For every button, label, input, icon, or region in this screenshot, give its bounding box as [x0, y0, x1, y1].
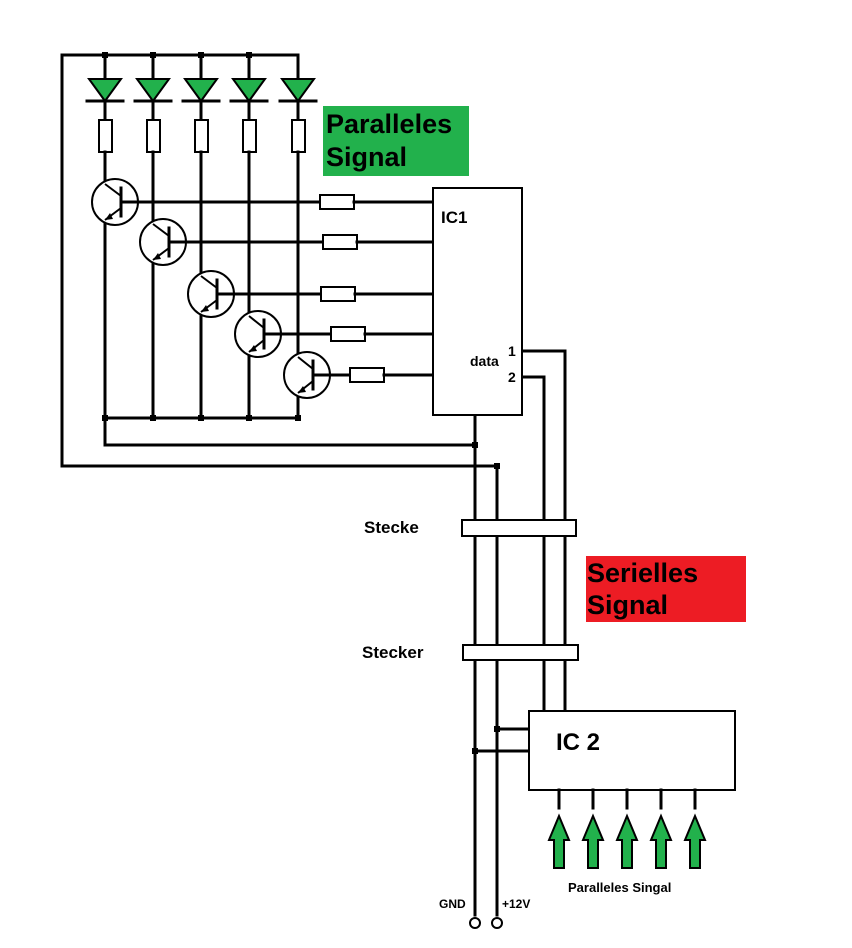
resistor-icon [319, 194, 355, 210]
transistor-icon [91, 178, 322, 226]
input-arrow-icon [615, 813, 639, 869]
data-line-1-wire [520, 349, 567, 713]
junction-dot [150, 415, 156, 421]
base-resistor [330, 326, 435, 342]
junction-dot [198, 415, 204, 421]
transistor-icon [234, 310, 333, 358]
resistor-icon [291, 119, 306, 153]
base-resistor [319, 194, 435, 210]
outer-supply-wire [60, 53, 499, 468]
ic1-chip [432, 187, 523, 416]
vcc-label: +12V [502, 897, 530, 911]
ic2-chip [528, 710, 736, 791]
transistor-icon [187, 270, 323, 318]
junction-dot [102, 415, 108, 421]
connector-top [461, 519, 577, 537]
pin1-label: 1 [508, 343, 516, 359]
parallel-signal-label-bg [323, 106, 469, 176]
junction-dot [295, 415, 301, 421]
junction-dot [494, 463, 500, 469]
junction-dot [102, 52, 108, 58]
junction-dot [150, 52, 156, 58]
resistor-icon [322, 234, 358, 250]
input-arrow-icon [547, 813, 571, 869]
led-icon [87, 78, 123, 103]
data-label: data [470, 353, 499, 369]
serial-signal-label-bg [586, 556, 746, 622]
led-channel [85, 53, 125, 420]
resistor-icon [242, 119, 257, 153]
vcc-terminal-icon [491, 917, 503, 929]
input-arrow-icon [649, 813, 673, 869]
led-icon [183, 78, 219, 103]
base-resistor [320, 286, 435, 302]
connector-bottom-label: Stecker [362, 643, 424, 662]
led-icon [135, 78, 171, 103]
gnd-terminal-icon [469, 917, 481, 929]
ic1-label: IC1 [441, 208, 467, 227]
input-arrow-icon [683, 813, 707, 869]
led-channel [181, 53, 221, 420]
ic2-label: IC 2 [556, 729, 600, 756]
connector-bottom [462, 644, 579, 661]
base-resistor [349, 367, 435, 383]
resistor-icon [194, 119, 209, 153]
transistor-icon [139, 218, 325, 266]
led-channel [229, 53, 269, 420]
parallel-input-label: Paralleles Singal [568, 880, 671, 895]
parallel-signal-label: Paralleles [326, 109, 452, 139]
led-icon [280, 78, 316, 103]
resistor-icon [98, 119, 113, 153]
connector-top-label: Stecke [364, 518, 419, 537]
junction-dot [198, 52, 204, 58]
input-arrow-icon [581, 813, 605, 869]
junction-dot [472, 442, 478, 448]
serial-signal-label-line2: Signal [587, 590, 668, 620]
transistor-icon [283, 351, 352, 399]
serial-signal-label: Serielles [587, 558, 698, 588]
gnd-label: GND [439, 897, 466, 911]
parallel-signal-label-line2: Signal [326, 142, 407, 172]
resistor-icon [320, 286, 356, 302]
gnd-bus-wire [103, 416, 477, 447]
led-channel [133, 53, 173, 420]
pin2-label: 2 [508, 369, 516, 385]
resistor-icon [349, 367, 385, 383]
junction-dot [246, 415, 252, 421]
data-line-2-wire [520, 375, 546, 713]
resistor-icon [146, 119, 161, 153]
junction-dot [246, 52, 252, 58]
led-icon [231, 78, 267, 103]
base-resistor [322, 234, 435, 250]
resistor-icon [330, 326, 366, 342]
